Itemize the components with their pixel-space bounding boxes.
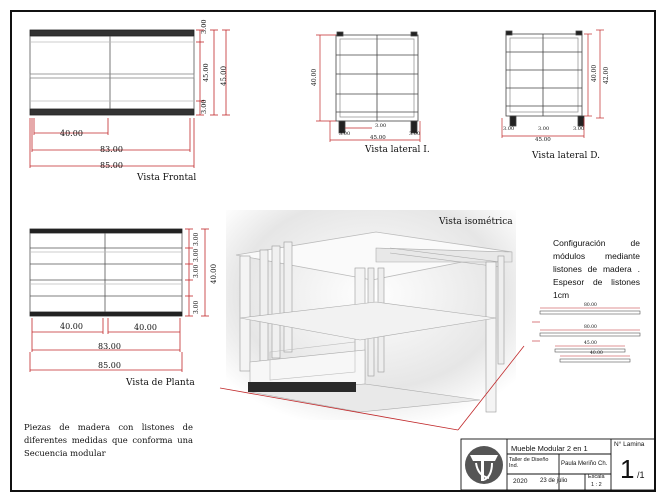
frontal-view-title: Vista Frontal: [137, 173, 197, 183]
frontal-view-drawing: [29, 29, 195, 116]
planta-dim-40a: 40.00: [60, 322, 83, 331]
pieces-note: Piezas de madera con listones de diferen…: [24, 422, 193, 458]
lateral-d-drawing: [505, 30, 585, 127]
planta-dimensions: [29, 228, 209, 372]
detail-dim-2: 80.00: [584, 325, 597, 330]
course-name: Taller de Diseño Ind.: [509, 457, 549, 469]
detail-dim-3: 45.00: [584, 341, 597, 346]
lateral-d-dim-h42: 42.00: [603, 66, 610, 84]
frontal-dim-h45: 45.00: [202, 63, 210, 82]
year: 2020: [513, 478, 528, 485]
lateral-i-drawing: [335, 31, 419, 134]
title-block: [460, 438, 656, 491]
lateral-d-dim-h40: 40.00: [591, 64, 598, 82]
planta-dim-83: 83.00: [98, 342, 121, 351]
lateral-d-dim-a: 3.00: [503, 126, 515, 132]
planta-dim-v1: 3.00: [193, 232, 200, 246]
config-note: Configuración de módulos mediante liston…: [553, 238, 640, 300]
isometric-render: [219, 210, 525, 431]
lateral-i-dim-w45: 45.00: [370, 135, 386, 141]
lamina-label: N° Lamina: [614, 441, 645, 448]
planta-drawing: [29, 228, 183, 317]
lateral-d-view-title: Vista lateral D.: [532, 151, 601, 161]
planta-dim-40b: 40.00: [134, 323, 157, 332]
date: 23 de julio: [540, 478, 568, 484]
scale-label: Escala: [588, 474, 605, 480]
isometric-view-title: Vista isométrica: [439, 217, 513, 227]
planta-view-title: Vista de Planta: [126, 378, 195, 388]
frontal-dim-83: 83.00: [100, 145, 123, 154]
lateral-i-view-title: Vista lateral I.: [365, 145, 430, 155]
planta-dim-h40: 40.00: [210, 263, 218, 284]
lateral-i-dimensions: [316, 34, 421, 142]
author-name: Paula Meriño Ch.: [561, 461, 608, 467]
lateral-i-dim-a: 3.00: [339, 131, 351, 137]
lateral-d-dim-c: 3.00: [573, 126, 585, 132]
planta-dim-v2: 3.00: [193, 248, 200, 262]
lateral-i-dim-b: 3.00: [375, 123, 387, 129]
lateral-d-dim-w45: 45.00: [535, 137, 551, 143]
sheet-total: /1: [637, 470, 645, 480]
frontal-dimensions: [29, 29, 230, 168]
detail-pieces: [539, 310, 641, 363]
planta-dim-v3: 3.00: [193, 264, 200, 278]
scale-value: 1 : 2: [591, 482, 602, 488]
lateral-i-dim-c: 3.00: [409, 131, 421, 137]
planta-dim-v4: 3.00: [193, 300, 200, 314]
lateral-d-dim-b: 3.00: [538, 126, 550, 132]
frontal-dim-40: 40.00: [60, 129, 83, 138]
frontal-dim-h45r: 45.00: [220, 65, 228, 86]
frontal-dim-h3a: 3.00: [200, 19, 208, 34]
frontal-dim-h3b: 3.00: [200, 99, 208, 114]
sheet-number: 1: [620, 454, 635, 484]
project-title: Mueble Modular 2 en 1: [511, 444, 588, 453]
detail-dim-1: 80.00: [584, 303, 597, 308]
lateral-d-dimensions: [501, 29, 604, 138]
detail-dimensions: [532, 307, 640, 357]
frontal-dim-85: 85.00: [100, 161, 123, 170]
logo: [465, 446, 503, 484]
detail-dim-4: 40.00: [590, 351, 603, 356]
planta-dim-85: 85.00: [98, 361, 121, 370]
lateral-i-dim-h40: 40.00: [311, 68, 318, 86]
